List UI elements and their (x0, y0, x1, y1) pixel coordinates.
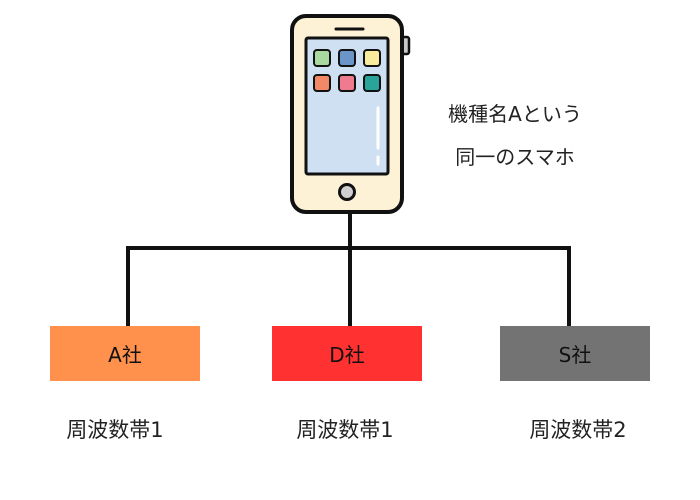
app-icons (313, 49, 381, 92)
band-label-s: 周波数帯2 (529, 418, 627, 442)
connector-lines (126, 212, 571, 326)
phone-screen (304, 36, 390, 176)
phone-home-button (338, 183, 356, 201)
phone-caption-line-2: 同一のスマホ (455, 145, 575, 169)
app-icon-green (313, 49, 331, 67)
app-icon-teal (363, 74, 381, 92)
app-icon-blue (338, 49, 356, 67)
app-icon-yellow (363, 49, 381, 67)
band-label-a: 周波数帯1 (66, 418, 164, 442)
smartphone-icon (290, 14, 411, 214)
carrier-box-s: S社 (500, 326, 650, 381)
band-label-d: 周波数帯1 (296, 418, 394, 442)
app-icon-orange (313, 74, 331, 92)
phone-caption-line-1: 機種名Aという (448, 102, 582, 126)
carrier-box-d: D社 (272, 326, 422, 381)
app-icon-pink (338, 74, 356, 92)
carrier-box-a: A社 (50, 326, 200, 381)
